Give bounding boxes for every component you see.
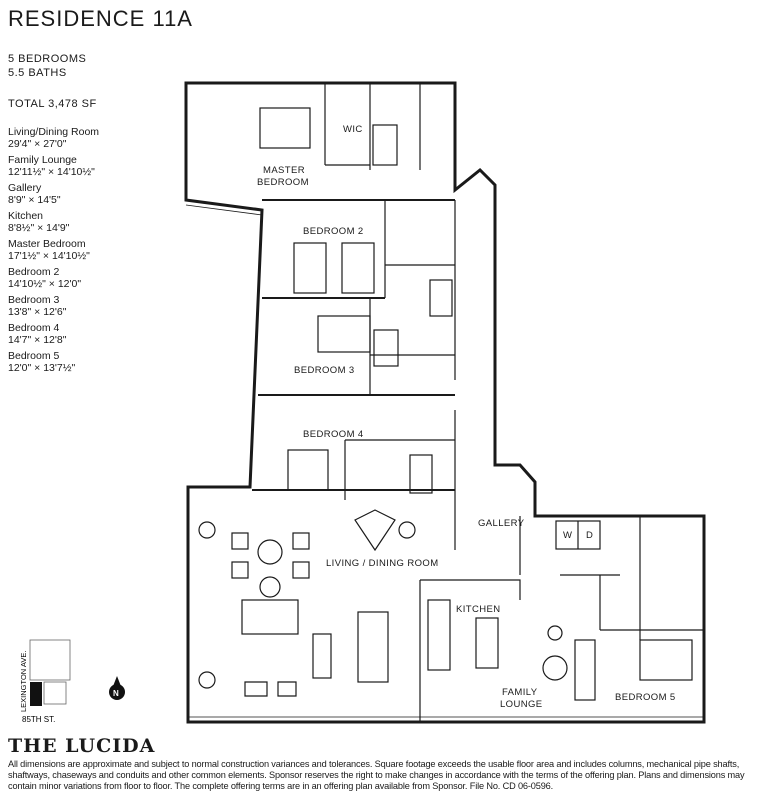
street-label: 85TH ST. <box>22 715 55 724</box>
key-plan <box>29 639 71 706</box>
brand-logo-text: THE LUCIDA <box>8 735 156 757</box>
bedroom-3-label: BEDROOM 3 <box>294 365 355 376</box>
bedroom-2-label: BEDROOM 2 <box>303 226 364 237</box>
bedroom-4-label: BEDROOM 4 <box>303 429 364 440</box>
north-letter: N <box>113 689 119 698</box>
bath-count: 5.5 BATHS <box>8 67 67 79</box>
wic-label: WIC <box>343 124 363 135</box>
bedroom-count: 5 BEDROOMS <box>8 53 87 65</box>
washer-label: W <box>563 530 572 541</box>
gallery-label: GALLERY <box>478 518 525 529</box>
family-lounge-label-line2: LOUNGE <box>500 699 543 710</box>
family-lounge-label: FAMILY <box>502 687 538 698</box>
master-wing-wall <box>184 81 706 724</box>
north-arrow-icon <box>109 676 125 700</box>
bedroom-5-label: BEDROOM 5 <box>615 692 676 703</box>
living-dining-label: LIVING / DINING ROOM <box>326 558 439 569</box>
legal-disclaimer: All dimensions are approximate and subje… <box>8 759 745 791</box>
avenue-label: LEXINGTON AVE. <box>19 651 28 712</box>
total-square-feet: TOTAL 3,478 SF <box>8 98 97 110</box>
master-bedroom-label: MASTER <box>263 165 305 176</box>
kitchen-label: KITCHEN <box>456 604 501 615</box>
master-bedroom-label-line2: BEDROOM <box>257 177 309 188</box>
dryer-label: D <box>586 530 593 541</box>
residence-title: RESIDENCE 11A <box>8 6 193 31</box>
